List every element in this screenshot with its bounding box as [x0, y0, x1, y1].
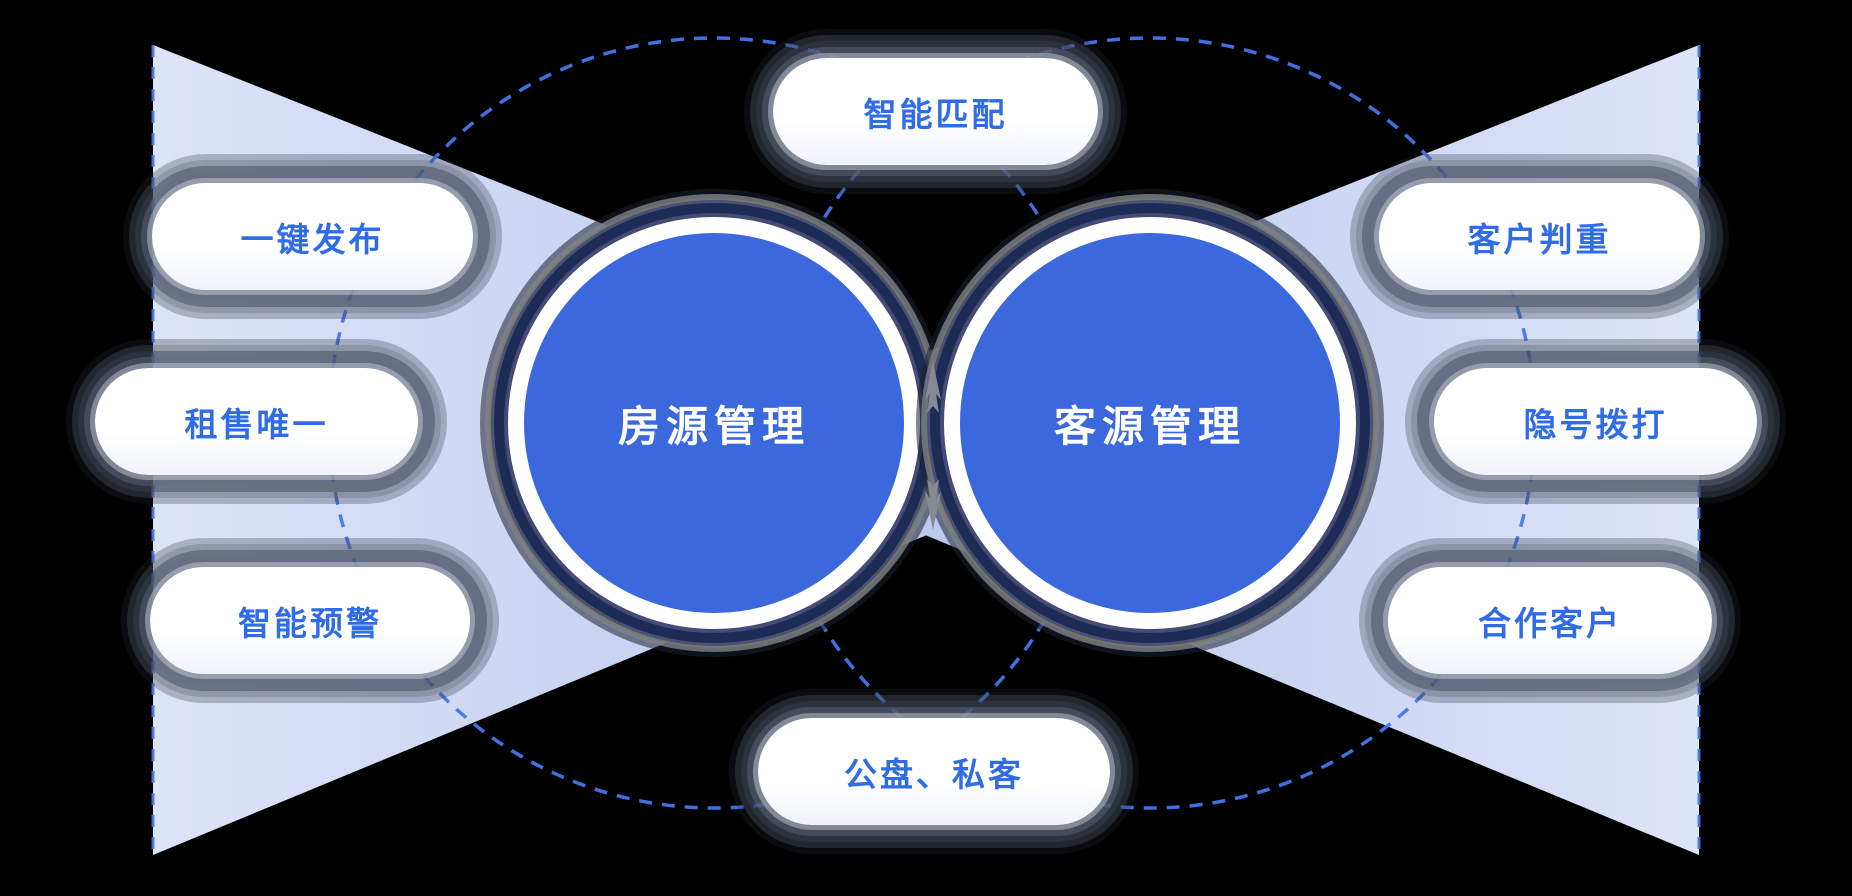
housing-management-circle: 房源管理 — [508, 217, 920, 629]
feature-pill-rent-sale-unique: 租售唯一 — [95, 368, 418, 475]
customer-management-circle: 客源管理 — [944, 217, 1356, 629]
feature-label: 合作客户 — [1478, 604, 1622, 642]
housing-management-label: 房源管理 — [617, 402, 810, 450]
feature-label: 一键发布 — [240, 220, 385, 258]
customer-management-label: 客源管理 — [1053, 402, 1246, 450]
feature-pill-public-private-pool: 公盘、私客 — [758, 718, 1110, 825]
feature-label: 公盘、私客 — [844, 755, 1024, 793]
feature-label: 智能匹配 — [863, 95, 1008, 133]
feature-label: 租售唯一 — [184, 405, 329, 443]
feature-pill-smart-match: 智能匹配 — [773, 58, 1098, 165]
feature-pill-smart-warning: 智能预警 — [150, 567, 470, 674]
feature-pill-cooperative-customer: 合作客户 — [1388, 567, 1712, 674]
feature-label: 智能预警 — [238, 604, 382, 642]
feature-label: 客户判重 — [1467, 220, 1612, 258]
feature-pill-customer-dedupe: 客户判重 — [1379, 183, 1700, 290]
feature-pill-one-key-publish: 一键发布 — [152, 183, 473, 290]
feature-label: 隐号拨打 — [1523, 405, 1668, 443]
feature-pill-hidden-number-call: 隐号拨打 — [1434, 368, 1757, 475]
